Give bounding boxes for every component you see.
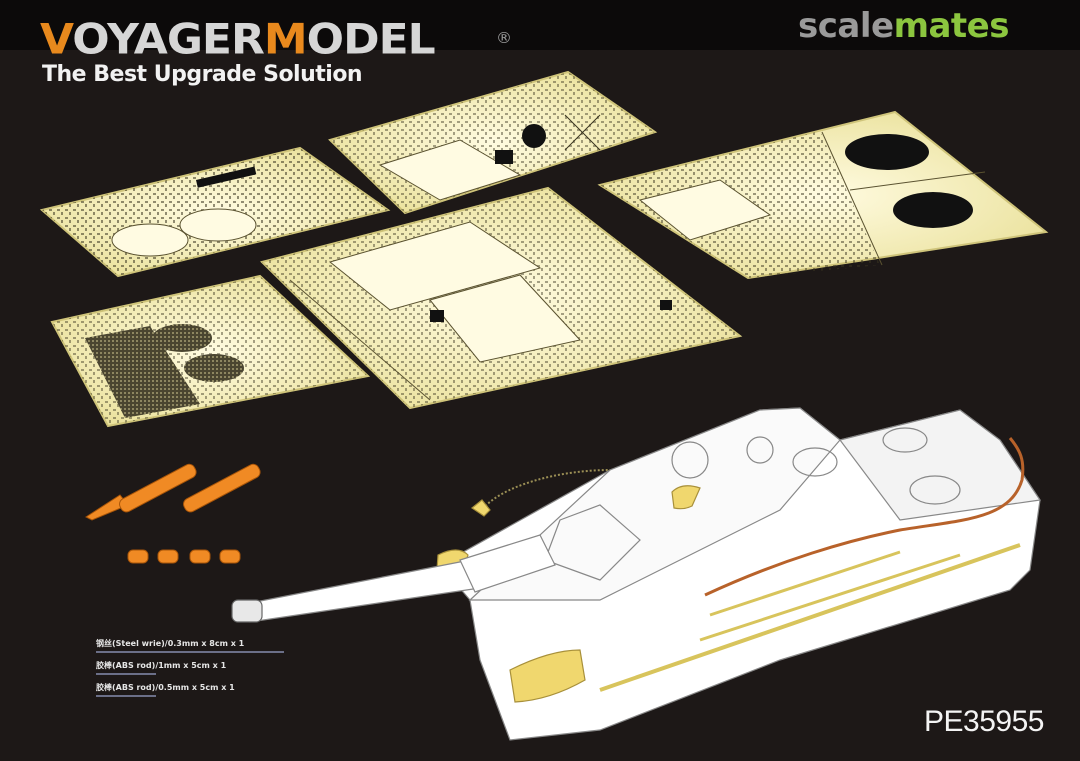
material-item: 钢丝(Steel wrie)/0.3mm x 8cm x 1 bbox=[96, 638, 284, 660]
registered-mark: ® bbox=[496, 28, 512, 47]
material-rule bbox=[96, 673, 156, 675]
material-label: 胶棒(ABS rod)/1mm x 5cm x 1 bbox=[96, 661, 227, 670]
brass-part-hatch bbox=[671, 485, 701, 510]
product-code: PE35955 bbox=[924, 705, 1044, 738]
material-item: 胶棒(ABS rod)/0.5mm x 5cm x 1 bbox=[96, 682, 244, 704]
logo-text-oyager: OYAGER bbox=[72, 15, 265, 64]
material-item: 胶棒(ABS rod)/1mm x 5cm x 1 bbox=[96, 660, 244, 682]
turned-part-tube-1 bbox=[119, 463, 197, 513]
etch-fret-3 bbox=[597, 110, 1049, 280]
brass-fender bbox=[509, 649, 586, 703]
watermark-mates: mates bbox=[893, 6, 1010, 46]
materials-list: 钢丝(Steel wrie)/0.3mm x 8cm x 1 胶棒(ABS ro… bbox=[96, 638, 284, 704]
material-label: 胶棒(ABS rod)/0.5mm x 5cm x 1 bbox=[96, 683, 235, 692]
top-banner bbox=[0, 0, 1080, 50]
scalemates-watermark: scalemates bbox=[798, 6, 1009, 46]
turned-part-tube-2 bbox=[183, 463, 261, 513]
material-label: 钢丝(Steel wrie)/0.3mm x 8cm x 1 bbox=[96, 639, 245, 648]
copper-wire bbox=[704, 437, 1025, 597]
etch-fret-2 bbox=[328, 70, 658, 215]
watermark-scale: scale bbox=[798, 6, 894, 46]
muzzle-brake bbox=[231, 599, 263, 623]
etch-fret-1 bbox=[39, 146, 391, 278]
logo-letter-m: M bbox=[263, 15, 308, 64]
etch-fret-5 bbox=[50, 274, 371, 428]
tagline: The Best Upgrade Solution bbox=[42, 62, 363, 87]
logo-text-odel: ODEL bbox=[306, 15, 436, 64]
material-rule bbox=[96, 695, 156, 697]
tank-destroyer-illustration bbox=[231, 407, 1042, 741]
turned-parts bbox=[84, 463, 261, 564]
logo-letter-v: V bbox=[40, 15, 73, 64]
material-rule bbox=[96, 651, 284, 653]
voyager-model-logo: VOYAGERMODEL ® bbox=[40, 19, 512, 61]
etch-fret-4 bbox=[260, 186, 743, 410]
